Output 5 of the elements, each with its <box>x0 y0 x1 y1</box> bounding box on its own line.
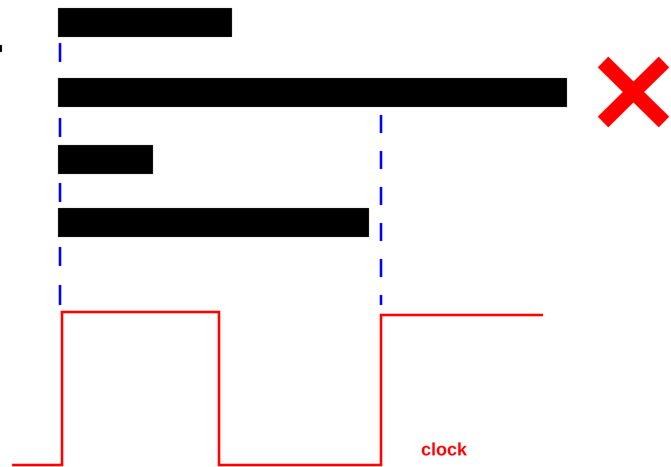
delay-bar <box>58 78 567 107</box>
delay-bar <box>58 8 232 37</box>
delay-bar <box>58 145 153 174</box>
delay-bar <box>58 208 369 237</box>
waveform-label: clock <box>422 442 467 456</box>
